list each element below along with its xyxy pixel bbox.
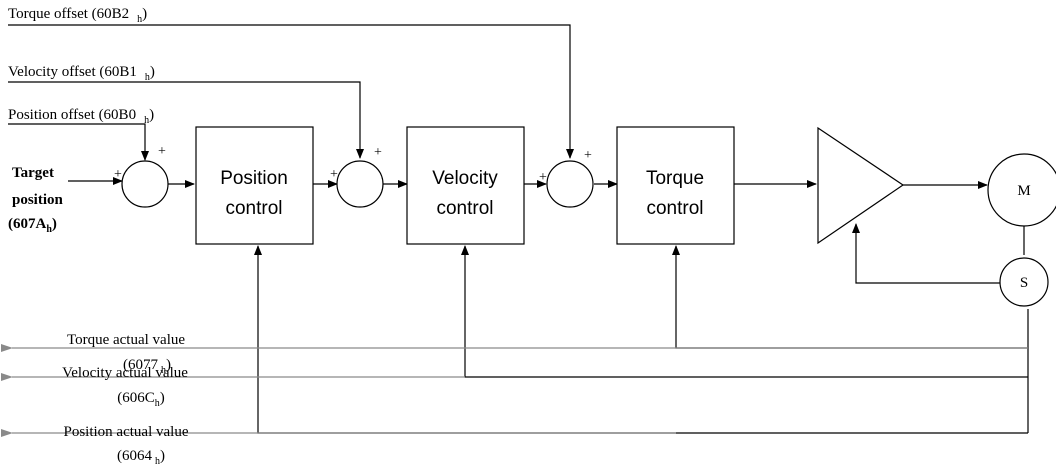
sum3-plus-left: +	[539, 170, 547, 185]
sensor-circle	[999, 257, 1049, 307]
torque-control-line2: control	[646, 198, 703, 219]
position-feedback-line	[254, 245, 1028, 434]
velocity-control-line2: control	[436, 198, 493, 219]
velocity-offset-line	[8, 81, 364, 159]
torque-control-block	[616, 126, 735, 245]
sum2-plus-left: +	[330, 167, 338, 182]
sum2-plus-top: +	[374, 145, 382, 160]
torque-actual-label: Torque actual value	[67, 332, 185, 348]
target-label-line2: position	[12, 192, 64, 208]
sensor-label: S	[1020, 275, 1028, 291]
position-summing-junction	[121, 160, 169, 208]
torque-offset-line	[8, 24, 574, 159]
sum3-plus-top: +	[584, 148, 592, 163]
velocity-actual-label: Velocity actual value	[62, 365, 188, 381]
velocity-control-block	[406, 126, 525, 245]
sensor-to-amp-line	[852, 223, 1000, 284]
position-actual-label: Position actual value	[64, 424, 189, 440]
velocity-actual-code: (606Ch)	[117, 390, 165, 409]
position-control-line2: control	[225, 198, 282, 219]
motor-circle	[987, 153, 1056, 227]
velocity-control-line1: Velocity	[432, 168, 498, 189]
position-offset-line	[8, 123, 149, 161]
sum1-plus-left: +	[114, 167, 122, 182]
torque-control-line1: Torque	[646, 168, 704, 189]
position-control-line1: Position	[220, 168, 288, 189]
position-control-block	[195, 126, 314, 245]
motor-label: M	[1017, 183, 1030, 199]
torque-feedback-line	[672, 245, 1028, 349]
target-label-line3: (607Ah)	[8, 216, 57, 235]
torque-summing-junction	[546, 160, 594, 208]
amplifier-triangle	[817, 126, 905, 245]
velocity-feedback-line	[461, 245, 1028, 378]
sum1-plus-top: +	[158, 144, 166, 159]
velocity-summing-junction	[336, 160, 384, 208]
target-label-line1: Target	[12, 165, 54, 181]
